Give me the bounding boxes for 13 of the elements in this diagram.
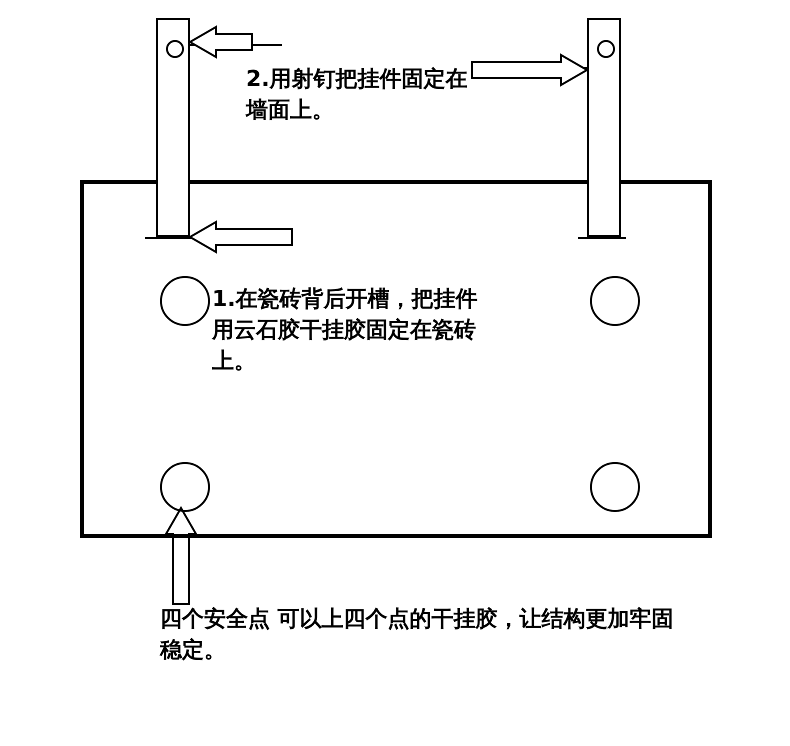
anchor-point-circle [160,462,210,512]
hanger-bracket [587,18,621,237]
hollow-arrow [471,53,589,87]
anchor-point-circle [590,462,640,512]
anchor-point-circle [590,276,640,326]
anchor-point-circle [160,276,210,326]
instruction-text: 四个安全点 可以上四个点的干挂胶，让结构更加牢固稳定。 [160,604,680,674]
hollow-arrow [164,506,198,605]
hanger-bracket [156,18,190,237]
hollow-arrow [188,220,293,254]
instruction-text: 2.用射钉把挂件固定在墙面上。 [246,64,468,134]
instruction-text: 1.在瓷砖背后开槽，把挂件用云石胶干挂胶固定在瓷砖上。 [212,284,482,384]
hollow-arrow [188,25,253,59]
